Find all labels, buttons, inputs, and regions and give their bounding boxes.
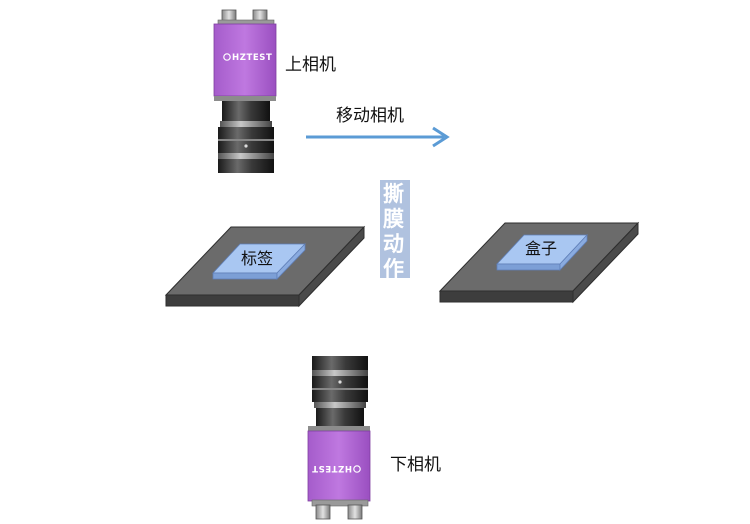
camera-lens xyxy=(218,101,274,173)
label-pad xyxy=(212,243,306,280)
right-platform: 盒子 xyxy=(438,221,640,304)
peel-char: 撕 xyxy=(383,182,404,206)
camera-logo: HZTEST xyxy=(312,463,361,473)
peel-char: 膜 xyxy=(383,207,404,231)
move-arrow xyxy=(306,126,450,148)
svg-text:HZTEST: HZTEST xyxy=(312,463,352,473)
upper-camera-label: 上相机 xyxy=(285,55,336,75)
camera-logo: HZTEST xyxy=(223,53,272,63)
lower-camera-label: 下相机 xyxy=(390,455,441,475)
move-camera-label: 移动相机 xyxy=(336,106,404,126)
camera-connector xyxy=(315,504,331,520)
camera-body xyxy=(307,430,371,502)
box-pad xyxy=(496,233,588,272)
camera-connector xyxy=(347,504,363,520)
upper-camera: HZTEST xyxy=(213,9,277,173)
peel-char: 作 xyxy=(383,257,404,281)
left-platform: 标签 xyxy=(164,225,366,308)
label-item-text: 标签 xyxy=(241,249,273,268)
lower-camera: HZTEST xyxy=(307,356,371,520)
camera-body xyxy=(213,23,277,97)
peel-action-label: 撕 膜 动 作 xyxy=(380,180,410,281)
camera-lens xyxy=(312,356,368,426)
box-item-text: 盒子 xyxy=(525,239,557,258)
peel-char: 动 xyxy=(383,232,404,256)
svg-text:HZTEST: HZTEST xyxy=(232,53,272,63)
